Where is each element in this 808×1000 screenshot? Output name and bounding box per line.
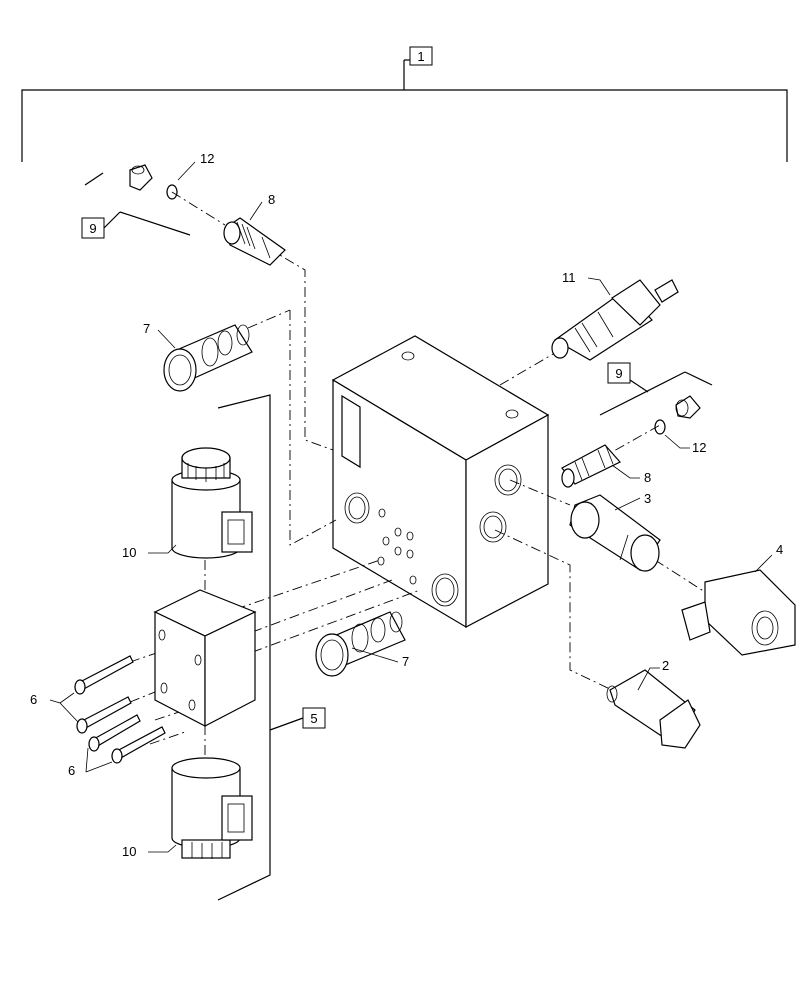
svg-text:9: 9 <box>615 366 622 381</box>
svg-text:11: 11 <box>562 270 576 285</box>
solenoid-coil-10-lower <box>171 757 253 859</box>
assembly-bracket <box>21 59 788 162</box>
callout-10-upper: 10 <box>122 544 177 560</box>
o-ring-upper-left <box>166 184 178 200</box>
callout-11: 11 <box>562 270 611 296</box>
solenoid-coil-4 <box>681 569 796 656</box>
cartridge-7-lower <box>315 611 406 677</box>
svg-text:12: 12 <box>200 151 214 166</box>
group-9-right: 9 <box>599 362 713 416</box>
cartridge-3 <box>569 494 661 572</box>
cartridge-8-upper <box>223 217 286 266</box>
svg-text:8: 8 <box>644 470 651 485</box>
solenoid-valve-body-5 <box>153 589 257 727</box>
cartridge-11 <box>551 279 679 361</box>
svg-text:7: 7 <box>402 654 409 669</box>
callout-8-right: 8 <box>611 464 651 485</box>
svg-text:10: 10 <box>122 844 136 859</box>
svg-text:1: 1 <box>417 49 424 64</box>
callout-6-lower: 6 <box>68 747 113 778</box>
callout-12-upper: 12 <box>177 151 214 181</box>
centerlines <box>129 191 706 770</box>
svg-text:8: 8 <box>268 192 275 207</box>
callout-2: 2 <box>637 658 669 691</box>
callout-3: 3 <box>614 491 651 511</box>
svg-text:7: 7 <box>143 321 150 336</box>
callout-1: 1 <box>409 46 433 66</box>
svg-text:12: 12 <box>692 440 706 455</box>
cartridge-2 <box>606 669 701 749</box>
callout-12-right: 12 <box>664 434 706 455</box>
callout-8-upper: 8 <box>249 192 275 221</box>
valve-block <box>331 335 550 629</box>
svg-text:6: 6 <box>68 763 75 778</box>
bolts-6 <box>74 655 166 764</box>
svg-text:2: 2 <box>662 658 669 673</box>
svg-text:10: 10 <box>122 545 136 560</box>
svg-text:9: 9 <box>89 221 96 236</box>
callout-6-upper: 6 <box>30 692 79 723</box>
svg-text:6: 6 <box>30 692 37 707</box>
plug-upper-left <box>129 164 153 191</box>
svg-text:5: 5 <box>310 711 317 726</box>
callout-7-lower: 7 <box>351 647 409 669</box>
callout-10-lower: 10 <box>122 844 177 859</box>
svg-text:4: 4 <box>776 542 783 557</box>
svg-text:3: 3 <box>644 491 651 506</box>
cartridge-8-right <box>561 444 621 488</box>
callout-4: 4 <box>754 542 783 573</box>
cartridge-7-upper <box>163 324 253 392</box>
group-9-upper-left: 9 <box>81 172 191 239</box>
callout-7-upper: 7 <box>143 321 176 349</box>
o-ring-right <box>654 419 666 435</box>
plug-right <box>675 395 701 419</box>
solenoid-coil-10-upper <box>171 447 253 559</box>
group-5-bracket: 5 <box>217 394 326 901</box>
